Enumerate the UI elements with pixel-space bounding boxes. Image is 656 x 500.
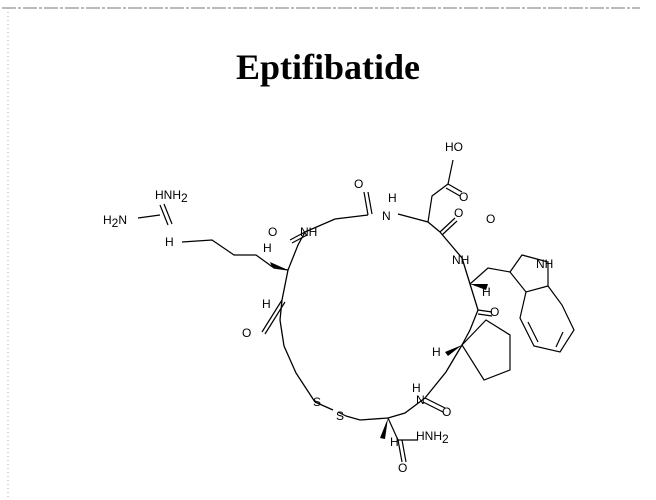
atom-o: O (242, 326, 251, 340)
disulfide-bond (337, 411, 347, 417)
atom-o: O (268, 225, 277, 239)
atom-h: H (262, 297, 271, 311)
atom-nh: NH (536, 257, 553, 271)
proline-ring (461, 319, 511, 381)
atom-h: H (165, 235, 174, 249)
atom-o: O (454, 206, 463, 220)
atom-s: S (336, 409, 344, 423)
atom-nh2: HNH2 (416, 429, 449, 446)
atom-s: S (313, 395, 321, 409)
atom-nh2: HNH2 (155, 188, 188, 205)
atom-o: O (354, 177, 363, 191)
indole-ring (469, 254, 575, 353)
atom-h: H (263, 241, 272, 255)
atom-o: O (459, 190, 468, 204)
carbonyl-bonds (261, 191, 493, 413)
atom-o: O (486, 212, 495, 226)
aspartate-side-chain (427, 159, 463, 223)
atom-nh: NH (452, 253, 469, 267)
atom-n: N (416, 393, 425, 407)
atom-h: H (388, 191, 397, 205)
atom-ho: HO (445, 140, 463, 154)
atom-o: O (398, 461, 407, 475)
atom-h2n: H2N (103, 213, 127, 230)
stereo-wedges (270, 262, 488, 439)
atom-n: N (382, 209, 391, 223)
terminal-amide (387, 417, 418, 463)
macrocycle-ring (279, 213, 479, 421)
page-title: Eptifibatide (235, 47, 421, 87)
homoarginine-side-chain (137, 203, 289, 271)
atom-h: H (390, 435, 399, 449)
atom-nh: NH (300, 225, 317, 239)
atom-o: O (442, 405, 451, 419)
atom-h: H (412, 381, 421, 395)
atom-o: O (490, 305, 499, 319)
atom-h: H (482, 285, 491, 299)
atom-h: H (432, 345, 441, 359)
